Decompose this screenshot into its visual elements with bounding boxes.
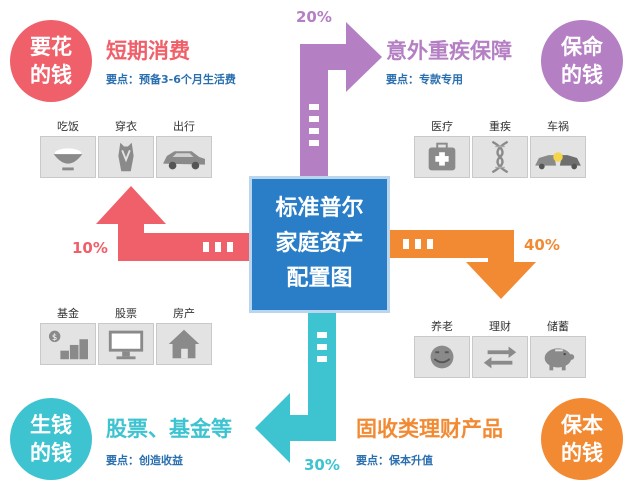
- spend-item-label-2: 穿衣: [115, 120, 137, 133]
- house-icon: [156, 323, 212, 365]
- monitor-icon: [98, 323, 154, 365]
- preserve-circle-line-2: 的钱: [561, 441, 603, 465]
- piggy-bank-icon: [530, 336, 586, 378]
- protect-title: 意外重疾保障: [386, 39, 512, 63]
- preserve-item-label-2: 理财: [489, 320, 511, 333]
- preserve-item-label-1: 养老: [431, 320, 453, 333]
- preserve-item-label-3: 储蓄: [547, 320, 569, 333]
- protect-item-label-1: 医疗: [431, 120, 453, 133]
- protect-circle-line-2: 的钱: [561, 63, 603, 87]
- preserve-title: 固收类理财产品: [356, 417, 503, 441]
- preserve-circle: 保本 的钱: [541, 398, 623, 480]
- spend-percent: 10%: [72, 239, 108, 257]
- center-title-line-1: 标准普尔: [275, 196, 364, 221]
- protect-item-label-3: 车祸: [547, 120, 569, 133]
- preserve-subtitle: 要点：保本升值: [356, 454, 433, 467]
- grow-percent: 30%: [304, 456, 340, 474]
- car-crash-icon: [530, 136, 586, 178]
- grow-title: 股票、基金等: [106, 417, 232, 441]
- spend-circle-line-2: 的钱: [30, 63, 72, 87]
- grow-circle-line-2: 的钱: [30, 441, 72, 465]
- spend-subtitle: 要点：预备3-6个月生活费: [106, 73, 236, 86]
- red-arrow: [96, 186, 251, 261]
- clothes-icon: [98, 136, 154, 178]
- spend-item-label-1: 吃饭: [57, 120, 79, 133]
- protect-circle: 保命 的钱: [541, 20, 623, 102]
- dna-icon: [472, 136, 528, 178]
- elder-face-icon: [414, 336, 470, 378]
- spend-title: 短期消费: [106, 39, 190, 63]
- teal-arrow: [255, 312, 336, 463]
- grow-item-label-2: 股票: [115, 307, 137, 320]
- protect-circle-line-1: 保命: [561, 35, 603, 59]
- spend-item-label-3: 出行: [173, 120, 195, 133]
- protect-item-label-2: 重疾: [489, 120, 511, 133]
- grow-item-label-1: 基金: [57, 307, 79, 320]
- svg-text:$: $: [52, 333, 57, 343]
- center-title-line-2: 家庭资产: [275, 231, 364, 256]
- orange-arrow: [388, 230, 536, 299]
- grow-circle: 生钱 的钱: [10, 398, 92, 480]
- center-title-line-3: 配置图: [286, 266, 353, 291]
- grow-subtitle: 要点：创造收益: [106, 454, 183, 467]
- center-title-box: 标准普尔 家庭资产 配置图: [249, 176, 390, 313]
- first-aid-kit-icon: [414, 136, 470, 178]
- preserve-circle-line-1: 保本: [561, 413, 603, 437]
- grow-item-label-3: 房产: [173, 307, 195, 320]
- grow-circle-line-1: 生钱: [30, 413, 72, 437]
- spend-circle: 要花 的钱: [10, 20, 92, 102]
- protect-percent: 20%: [296, 8, 332, 26]
- car-icon: [156, 136, 212, 178]
- purple-arrow: [300, 22, 382, 177]
- coins-icon: $: [40, 323, 96, 365]
- rice-bowl-icon: [40, 136, 96, 178]
- spend-circle-line-1: 要花: [30, 35, 72, 59]
- protect-subtitle: 要点：专款专用: [386, 73, 463, 86]
- exchange-arrows-icon: [472, 336, 528, 378]
- preserve-percent: 40%: [524, 236, 560, 254]
